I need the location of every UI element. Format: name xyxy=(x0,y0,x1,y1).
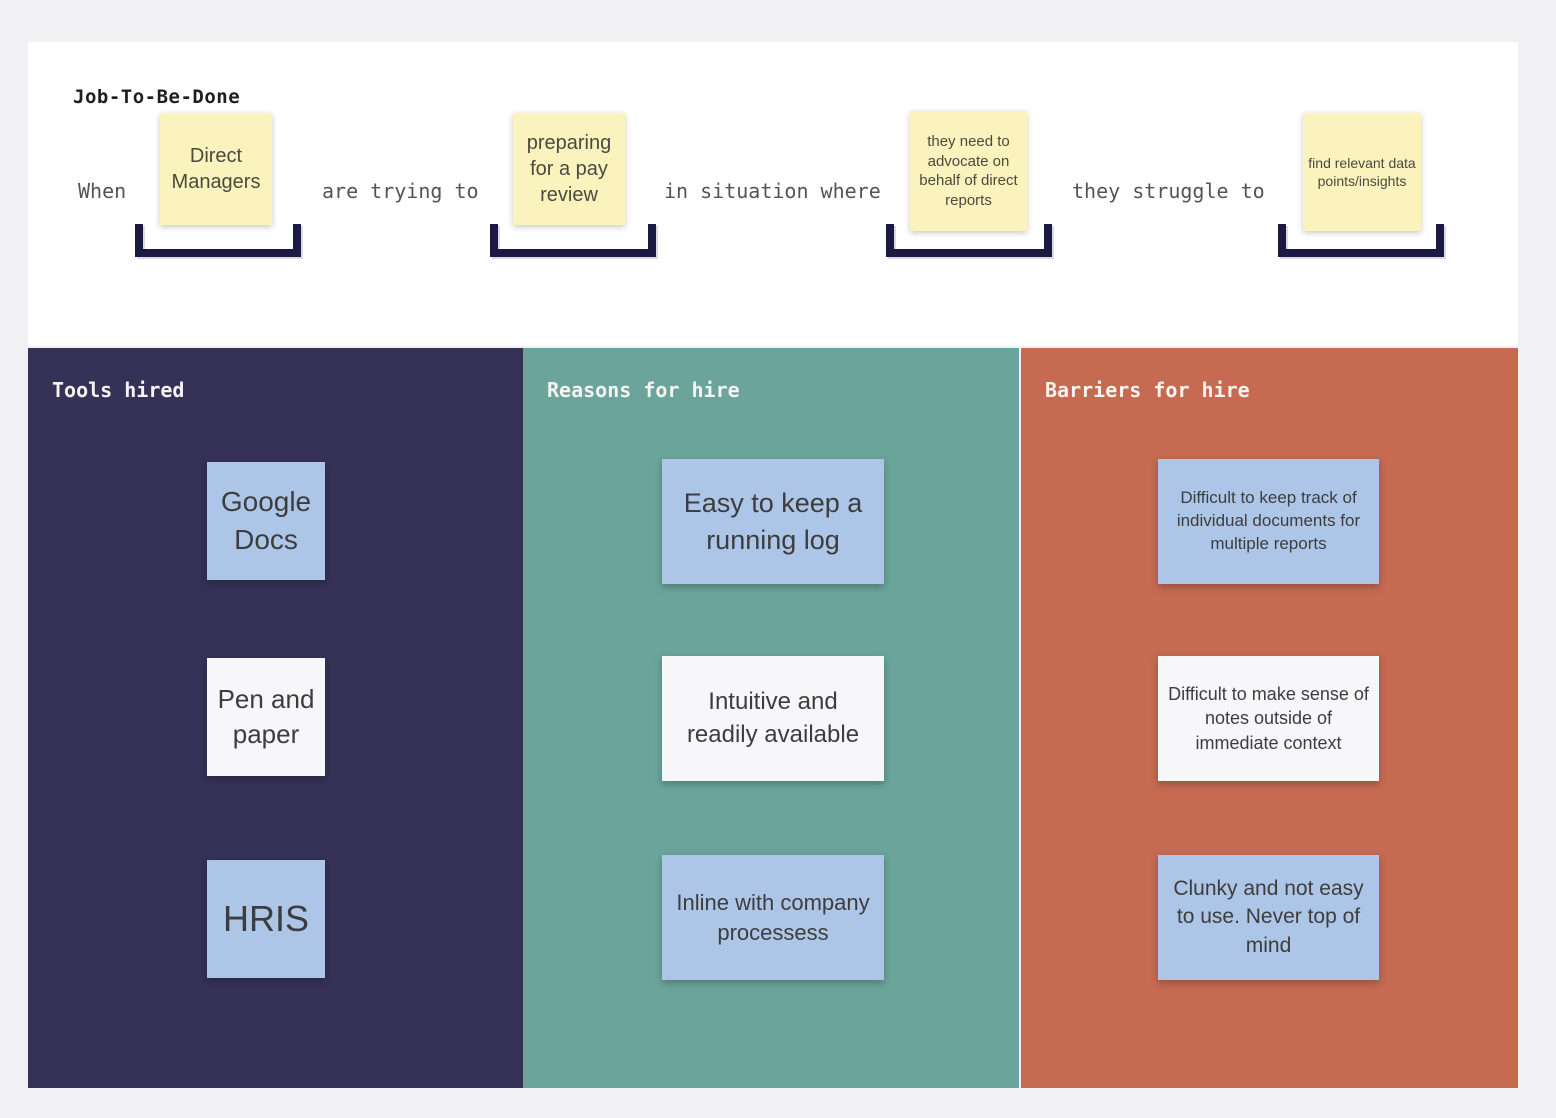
column-header-reasons-for-hire: Reasons for hire xyxy=(547,378,740,402)
note-running-log[interactable]: Easy to keep a running log xyxy=(662,459,884,584)
phrase-in-situation-where: in situation where xyxy=(664,179,881,203)
phrase-are-trying-to: are trying to xyxy=(322,179,479,203)
jtbd-panel: Job-To-Be-Done xyxy=(28,42,1518,346)
column-header-tools-hired: Tools hired xyxy=(52,378,185,402)
column-barriers-for-hire: Barriers for hire Difficult to keep trac… xyxy=(1021,348,1518,1088)
note-hris[interactable]: HRIS xyxy=(207,860,325,978)
column-reasons-for-hire: Reasons for hire Easy to keep a running … xyxy=(523,348,1019,1088)
sticky-note-job[interactable]: preparing for a pay review xyxy=(513,113,625,225)
bracket-underline-job xyxy=(490,224,656,257)
bracket-underline-situation xyxy=(886,224,1052,257)
sticky-note-struggle[interactable]: find relevant data points/insights xyxy=(1303,113,1421,231)
column-header-barriers-for-hire: Barriers for hire xyxy=(1045,378,1250,402)
column-tools-hired: Tools hired Google Docs Pen and paper HR… xyxy=(28,348,523,1088)
note-pen-and-paper[interactable]: Pen and paper xyxy=(207,658,325,776)
sticky-note-situation[interactable]: they need to advocate on behalf of direc… xyxy=(910,111,1027,231)
bracket-underline-struggle xyxy=(1278,224,1444,257)
phrase-they-struggle-to: they struggle to xyxy=(1072,179,1265,203)
sticky-note-actor[interactable]: Direct Managers xyxy=(160,113,272,225)
note-intuitive-available[interactable]: Intuitive and readily available xyxy=(662,656,884,781)
note-clunky[interactable]: Clunky and not easy to use. Never top of… xyxy=(1158,855,1379,980)
note-google-docs[interactable]: Google Docs xyxy=(207,462,325,580)
note-notes-context[interactable]: Difficult to make sense of notes outside… xyxy=(1158,656,1379,781)
note-company-processes[interactable]: Inline with company processess xyxy=(662,855,884,980)
phrase-when: When xyxy=(78,179,127,203)
board-title: Job-To-Be-Done xyxy=(73,86,241,108)
note-track-documents[interactable]: Difficult to keep track of individual do… xyxy=(1158,459,1379,584)
bracket-underline-actor xyxy=(135,224,301,257)
